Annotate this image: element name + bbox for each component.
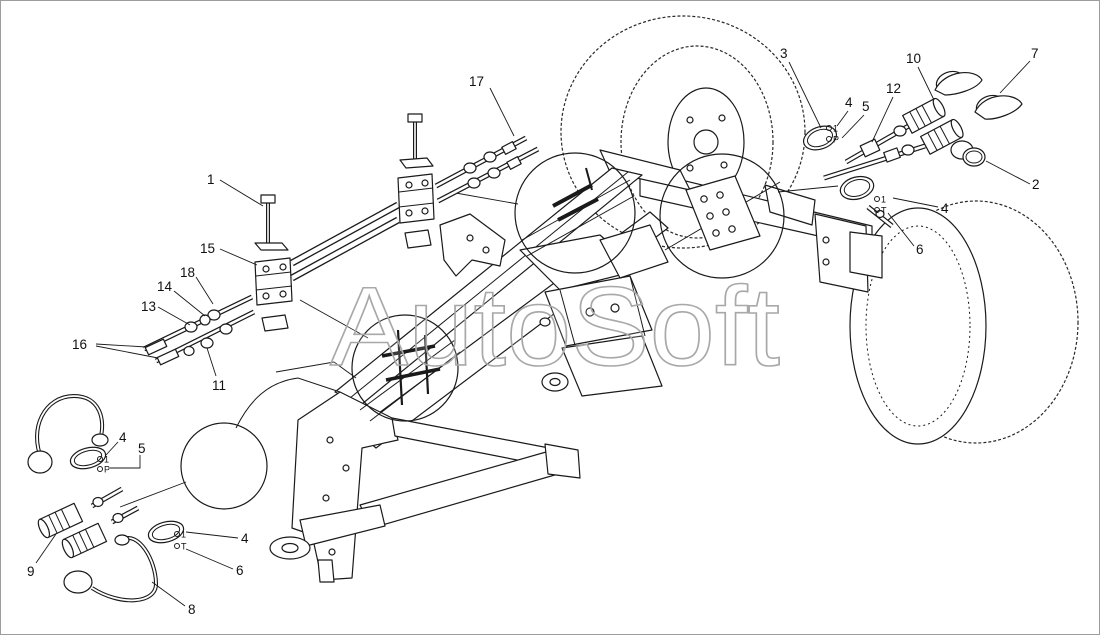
ring-mark: 1 [181,530,186,540]
ring-mark: 1 [881,195,886,205]
callout-label: 7 [1031,46,1039,61]
steel-pipes [290,201,400,282]
ring-mark: P [833,135,839,145]
ring-marks-bottom: 1 T [174,530,187,552]
callout-nut-a: 18 [180,265,214,305]
callout-mark-left-a: 4 [105,430,127,456]
ring-marks-right: 1 T [874,195,887,216]
callout-label: 5 [138,441,146,456]
watermark: AutoSoft [330,264,780,389]
callout-label: 4 [119,430,127,445]
callout-nut-b: 14 [157,279,206,317]
callout-label: 8 [188,602,196,617]
callout-label: 3 [780,46,788,61]
detail-connector-lines [119,185,839,508]
ring-marks-left: 1 P [97,455,110,475]
callout-label: 4 [941,201,949,216]
detail-circle-valve-block [659,153,785,279]
callout-label: 2 [1032,177,1040,192]
callout-label: 16 [72,337,87,352]
callout-hose-ends: 16 [72,337,159,359]
callout-mark-right-b: 6 [887,212,924,257]
ring-mark: 1 [104,455,109,465]
callout-label: 1 [207,172,215,187]
ring-marks-top: 1 P [826,124,839,145]
ring-mark: 1 [833,124,838,134]
callout-mark-bottom-b: 6 [185,548,244,578]
callout-clamp-block: 15 [200,241,258,266]
left-hose-fittings [142,294,256,366]
rear-right-tire [849,200,1079,445]
callout-rings-right: 2 [985,160,1040,192]
callout-nut-d: 11 [206,347,226,393]
callout-label: 12 [886,81,901,96]
ring-mark: P [104,465,110,475]
upper-pipe-clamp [397,113,435,249]
callout-label: 15 [200,241,215,256]
callout-label: 18 [180,265,195,280]
callout-label: 5 [862,99,870,114]
callout-label: 4 [241,531,249,546]
callout-caps-right: 7 [999,46,1039,94]
callout-upper-fittings: 17 [469,74,515,137]
callout-label: 6 [916,242,924,257]
left-coupler-group [27,393,185,603]
callouts: 1 15 18 14 13 16 11 17 [27,46,1040,617]
callout-coupler-left: 9 [27,533,57,579]
callout-label: 10 [906,51,921,66]
callout-mark-top-a: 4 [836,95,853,127]
callout-tee-fitting: 12 [871,81,901,143]
detail-circle-coupler-area [180,422,268,510]
ring-mark: T [181,542,187,552]
detail-circle-mid-clamps [351,314,461,422]
callout-label: 14 [157,279,173,294]
callout-mark-left-b: 5 [110,441,146,469]
callout-bolt: 1 [207,172,264,207]
callout-label: 6 [236,563,244,578]
callout-label: 17 [469,74,484,89]
ring-mark: T [881,206,887,216]
callout-cap-cord: 8 [151,581,196,617]
callout-mark-right-a: 4 [892,197,949,216]
right-coupler-group [802,70,1023,228]
callout-label: 4 [845,95,853,110]
callout-label: 11 [212,378,226,393]
callout-label: 9 [27,564,35,579]
callout-coupler-right: 10 [906,51,935,101]
callout-mark-bottom-a: 4 [185,531,249,546]
detail-circle-front-clamps [514,152,636,274]
left-pipe-clamp [254,194,293,332]
callout-ring-top: 3 [780,46,822,129]
callout-nut-c: 13 [141,299,191,326]
callout-mark-top-b: 5 [841,99,870,139]
upper-hose-fittings [434,135,540,204]
callout-label: 13 [141,299,156,314]
